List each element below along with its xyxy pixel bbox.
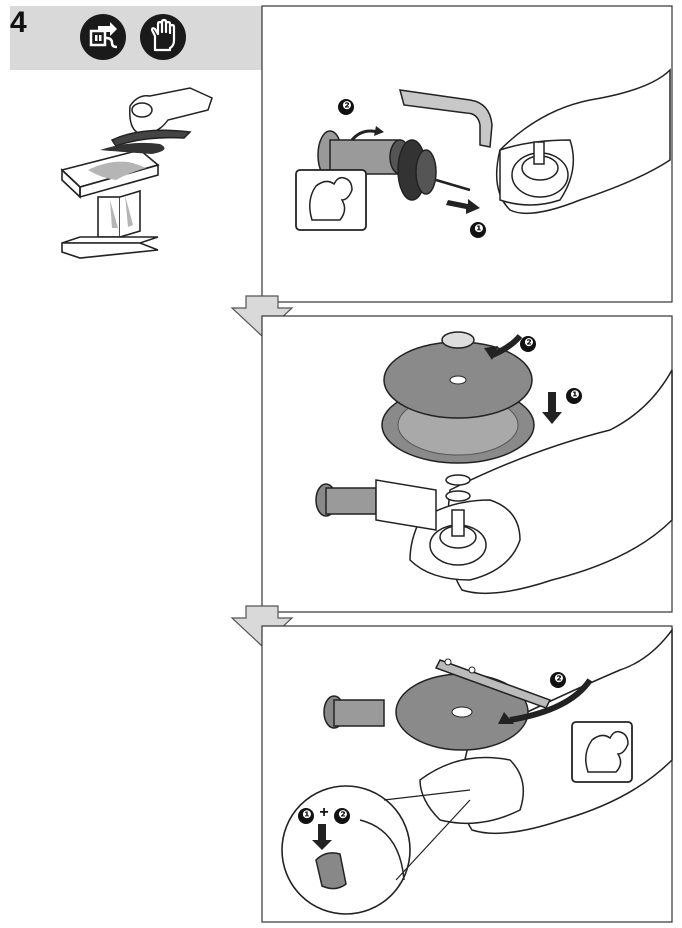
panel3-callout-2: ❷ bbox=[554, 672, 564, 685]
wear-gloves-icon bbox=[140, 14, 186, 60]
inset-callout-2: ❷ bbox=[338, 808, 348, 821]
unplug-power-icon bbox=[80, 14, 126, 60]
inset-callout-1: ❶ bbox=[302, 808, 312, 821]
step-header bbox=[10, 6, 262, 70]
step-number: 4 bbox=[10, 6, 27, 39]
panel1-callout-2: ❷ bbox=[342, 99, 352, 112]
panel2-callout-1: ❶ bbox=[570, 388, 580, 401]
inset-plus-sign: + bbox=[319, 804, 329, 821]
panel2-callout-2: ❷ bbox=[524, 336, 534, 349]
panel1-callout-1: ❶ bbox=[474, 222, 484, 235]
